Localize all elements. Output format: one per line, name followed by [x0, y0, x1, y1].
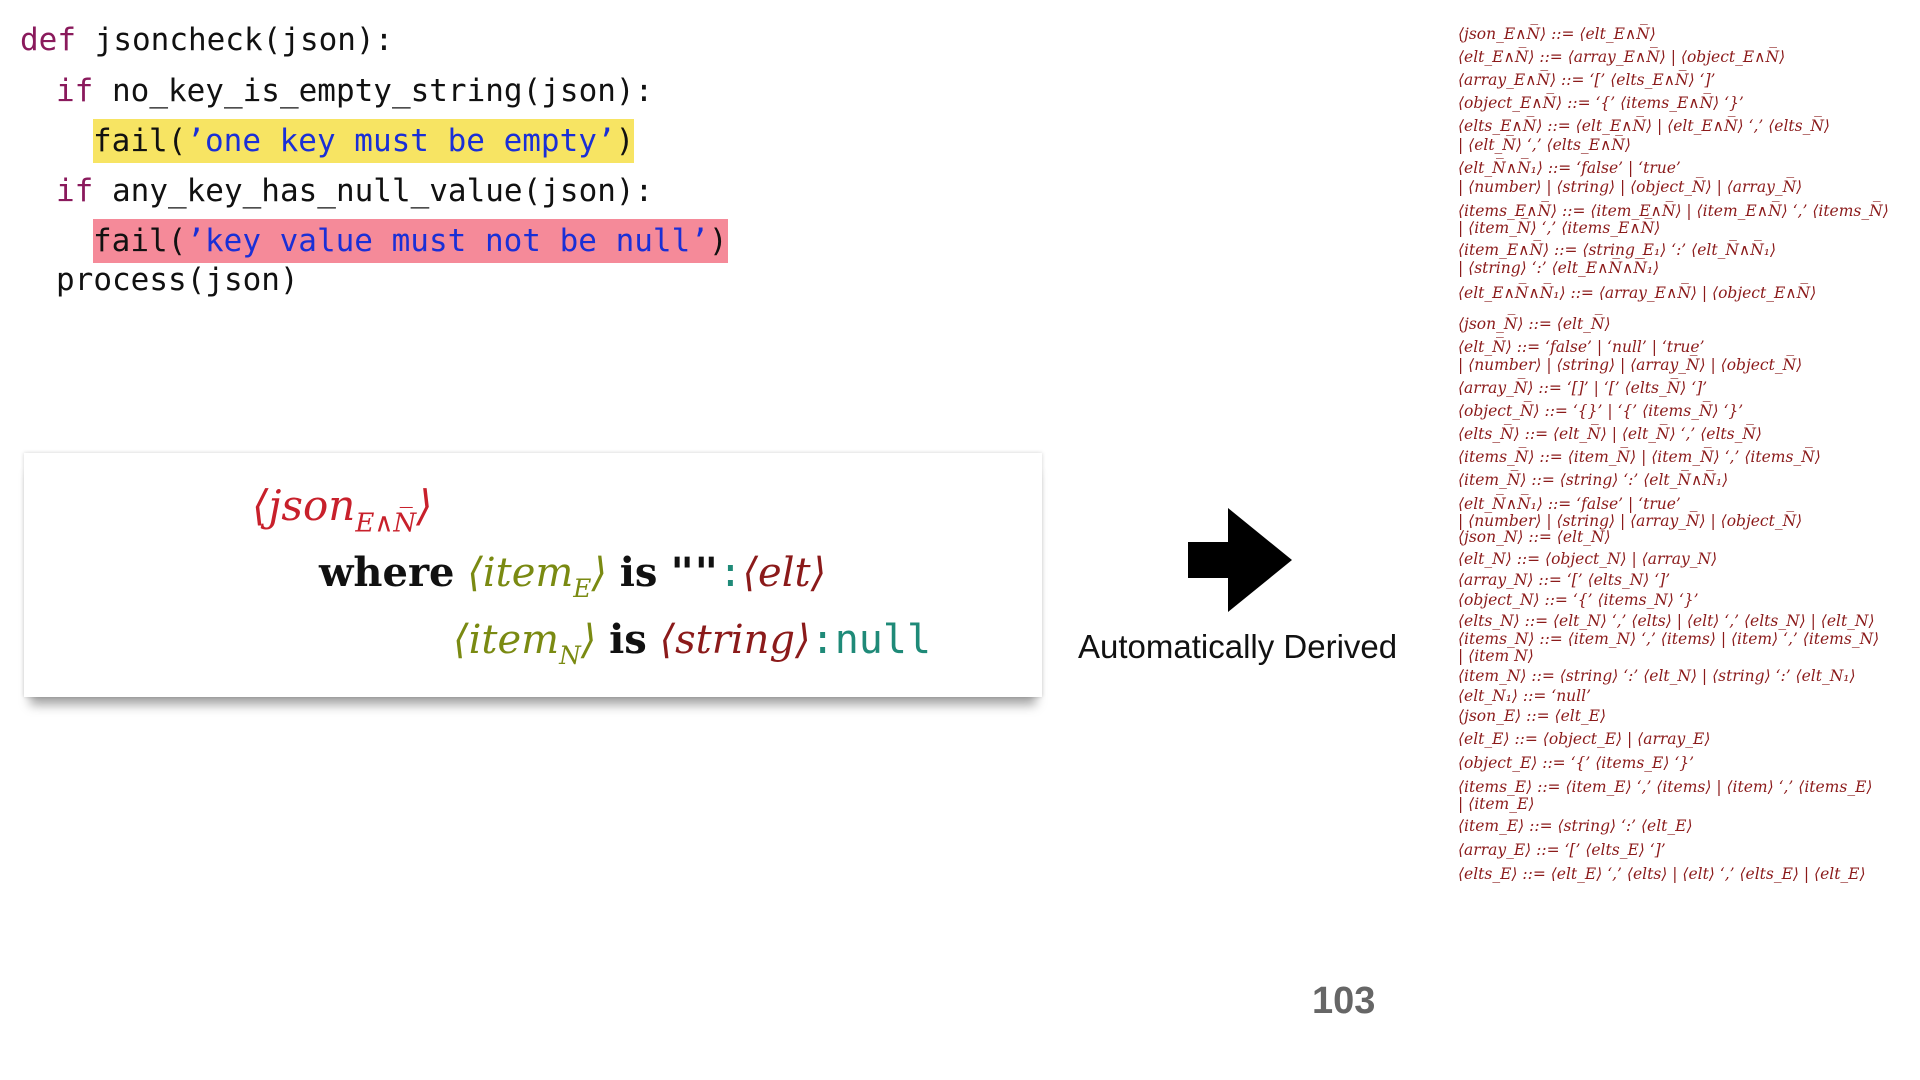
code-text: ): [615, 123, 635, 159]
grammar-rule: ⟨elts_N̅⟩ ::= ⟨elt_N̅⟩ | ⟨elt_N̅⟩ ‘,’ ⟨e…: [1458, 425, 1762, 443]
grammar-rule: ⟨elt_N̅∧N̅₁⟩ ::= ‘false’ | ‘true’: [1458, 159, 1681, 177]
spec-head-text: ⟨json: [252, 481, 356, 530]
grammar-rule: ⟨item_N̅⟩ ::= ⟨string⟩ ‘:’ ⟨elt_N̅∧N̅₁⟩: [1458, 471, 1729, 489]
grammar-rule: ⟨object_E∧N̅⟩ ::= ‘{’ ⟨items_E∧N̅⟩ ‘}’: [1458, 94, 1744, 112]
grammar-rule: ⟨elt_E∧N̅∧N̅₁⟩ ::= ⟨array_E∧N̅⟩ | ⟨objec…: [1458, 284, 1817, 302]
spec-item-n-row: ⟨itemN⟩ is ⟨string⟩:null: [453, 616, 931, 670]
code-text: no_key_is_empty_string(json):: [93, 73, 654, 109]
grammar-rule: ⟨items_N̅⟩ ::= ⟨item_N̅⟩ | ⟨item_N̅⟩ ‘,’…: [1458, 448, 1821, 466]
grammar-rule: ⟨elt_N⟩ ::= ⟨object_N⟩ | ⟨array_N⟩: [1458, 550, 1718, 568]
is-keyword: is: [609, 616, 647, 663]
spec-head-subscript: E∧N̅: [355, 508, 417, 539]
code-line-fail-empty: fail(’one key must be empty’): [93, 119, 635, 163]
string-literal: ’one key must be empty’: [186, 123, 616, 159]
null-literal: :null: [810, 617, 932, 663]
grammar-rule: | ⟨item N⟩: [1458, 647, 1534, 665]
grammar-rule: ⟨items_E⟩ ::= ⟨item_E⟩ ‘,’ ⟨items⟩ | ⟨it…: [1458, 778, 1873, 796]
empty-string-literal: "": [670, 550, 719, 596]
grammar-rule: ⟨object_N̅⟩ ::= ‘{}’ | ‘{’ ⟨items_N̅⟩ ‘}…: [1458, 402, 1744, 420]
grammar-rule: ⟨array_E⟩ ::= ‘[’ ⟨elts_E⟩ ‘]’: [1458, 841, 1666, 859]
grammar-rule: ⟨item_N⟩ ::= ⟨string⟩ ‘:’ ⟨elt_N⟩ | ⟨str…: [1458, 667, 1856, 685]
grammar-rule: ⟨json_N̅⟩ ::= ⟨elt_N̅⟩: [1458, 315, 1611, 333]
where-keyword: where: [319, 549, 455, 596]
code-text: any_key_has_null_value(json):: [93, 173, 654, 209]
grammar-rule: ⟨json_N⟩ ::= ⟨elt_N⟩: [1458, 528, 1611, 546]
grammar-rule: ⟨object_E⟩ ::= ‘{’ ⟨items_E⟩ ‘}’: [1458, 754, 1695, 772]
caption: Automatically Derived: [1078, 628, 1398, 665]
grammar-rule: | ⟨number⟩ | ⟨string⟩ | ⟨array_N̅⟩ | ⟨ob…: [1458, 356, 1803, 374]
item-n-close: ⟩: [580, 617, 597, 663]
grammar-rule: | ⟨item_E⟩: [1458, 795, 1535, 813]
derived-grammar: ⟨json_E∧N̅⟩ ::= ⟨elt_E∧N̅⟩⟨elt_E∧N̅⟩ ::=…: [1458, 24, 1916, 1076]
grammar-rule: ⟨object_N⟩ ::= ‘{’ ⟨items_N⟩ ‘}’: [1458, 591, 1699, 609]
grammar-rule: ⟨json_E⟩ ::= ⟨elt_E⟩: [1458, 707, 1607, 725]
grammar-rule: ⟨items_N⟩ ::= ⟨item_N⟩ ‘,’ ⟨items⟩ | ⟨it…: [1458, 630, 1880, 648]
grammar-rule: ⟨array_N̅⟩ ::= ‘[]’ | ‘[’ ⟨elts_N̅⟩ ‘]’: [1458, 379, 1708, 397]
elt-nonterminal: ⟨elt⟩: [742, 550, 827, 596]
grammar-rule: | ⟨number⟩ | ⟨string⟩ | ⟨object_N̅⟩ | ⟨a…: [1458, 178, 1803, 196]
grammar-rule: | ⟨item_N̅⟩ ‘,’ ⟨items_E∧N̅⟩: [1458, 219, 1661, 237]
spec-head: ⟨jsonE∧N̅⟩: [252, 481, 433, 539]
code-text: jsoncheck(json):: [76, 22, 394, 58]
keyword: if: [56, 173, 94, 209]
grammar-rule: ⟨elt_N̅⟩ ::= ‘false’ | ‘null’ | ‘true’: [1458, 338, 1705, 356]
grammar-rule: ⟨item_E∧N̅⟩ ::= ⟨string_E₁⟩ ‘:’ ⟨elt_N̅∧…: [1458, 241, 1777, 259]
item-e-close: ⟩: [591, 550, 608, 596]
grammar-rule: ⟨json_E∧N̅⟩ ::= ⟨elt_E∧N̅⟩: [1458, 25, 1656, 43]
code-line-if-null: if any_key_has_null_value(json):: [56, 169, 653, 213]
code-line-def: def jsoncheck(json):: [20, 18, 393, 62]
grammar-rule: ⟨elt_E∧N̅⟩ ::= ⟨array_E∧N̅⟩ | ⟨object_E∧…: [1458, 48, 1786, 66]
code-text: process(json): [56, 262, 299, 298]
code-line-fail-null: fail(’key value must not be null’): [93, 219, 728, 263]
code-block: def jsoncheck(json): if no_key_is_empty_…: [0, 18, 728, 298]
grammar-rule: ⟨item_E⟩ ::= ⟨string⟩ ‘:’ ⟨elt_E⟩: [1458, 817, 1693, 835]
item-n-text: ⟨item: [453, 617, 560, 663]
code-line-process: process(json): [56, 258, 299, 302]
item-e: ⟨itemE⟩: [467, 550, 608, 603]
grammar-rule: ⟨elt_N₁⟩ ::= ‘null’: [1458, 687, 1591, 705]
item-n-subscript: N: [559, 641, 581, 671]
grammar-rule: | ⟨string⟩ ‘:’ ⟨elt_E∧N̅∧N̅₁⟩: [1458, 259, 1660, 277]
grammar-rule: ⟨array_N⟩ ::= ‘[’ ⟨elts_N⟩ ‘]’: [1458, 571, 1671, 589]
spec-card: ⟨jsonE∧N̅⟩ where ⟨itemE⟩ is "":⟨elt⟩ ⟨it…: [24, 453, 1042, 697]
grammar-rule: ⟨elt_N̅∧N̅₁⟩ ::= ‘false’ | ‘true’: [1458, 495, 1681, 513]
colon: :: [718, 550, 743, 596]
keyword: def: [20, 22, 76, 58]
spec-head-close: ⟩: [416, 481, 433, 530]
keyword: if: [56, 73, 94, 109]
code-text: ): [708, 223, 728, 259]
code-line-if-empty: if no_key_is_empty_string(json):: [56, 69, 653, 113]
code-text: fail(: [93, 123, 187, 159]
grammar-rule: ⟨elt_E⟩ ::= ⟨object_E⟩ | ⟨array_E⟩: [1458, 730, 1711, 748]
grammar-rule: | ⟨number⟩ | ⟨string⟩ | ⟨array_N̅⟩ | ⟨ob…: [1458, 512, 1803, 530]
grammar-rule: ⟨array_E∧N̅⟩ ::= ‘[’ ⟨elts_E∧N̅⟩ ‘]’: [1458, 71, 1716, 89]
code-text: fail(: [93, 223, 187, 259]
grammar-rule: | ⟨elt_N̅⟩ ‘,’ ⟨elts_E∧N̅⟩: [1458, 136, 1631, 154]
item-e-subscript: E: [573, 574, 592, 604]
grammar-rule: ⟨elts_E⟩ ::= ⟨elt_E⟩ ‘,’ ⟨elts⟩ | ⟨elt⟩ …: [1458, 865, 1866, 883]
spec-where-row: where ⟨itemE⟩ is "":⟨elt⟩: [319, 549, 826, 603]
string-nonterminal: ⟨string⟩: [659, 617, 811, 663]
grammar-rule: ⟨elts_N⟩ ::= ⟨elt_N⟩ ‘,’ ⟨elts⟩ | ⟨elt⟩ …: [1458, 612, 1875, 630]
right-arrow-icon: [1188, 508, 1292, 612]
page-number: 103: [1312, 980, 1376, 1022]
is-keyword: is: [619, 549, 658, 596]
string-literal: ’key value must not be null’: [186, 223, 709, 259]
grammar-rule: ⟨elts_E∧N̅⟩ ::= ⟨elt_E∧N̅⟩ | ⟨elt_E∧N̅⟩ …: [1458, 117, 1830, 135]
item-n: ⟨itemN⟩: [453, 617, 597, 670]
grammar-rule: ⟨items_E∧N̅⟩ ::= ⟨item_E∧N̅⟩ | ⟨item_E∧N…: [1458, 202, 1889, 220]
item-e-text: ⟨item: [467, 550, 574, 596]
